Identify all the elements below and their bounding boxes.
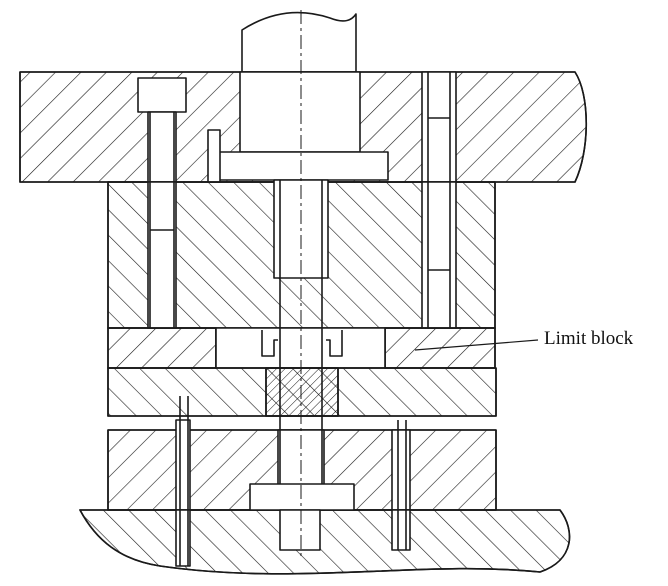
right-guide-pin (427, 72, 451, 328)
upper-die-plate (19, 71, 587, 183)
shank (241, 11, 357, 73)
die-plate (107, 367, 497, 417)
limit-block-leader (414, 339, 539, 351)
left-bolt (149, 112, 175, 328)
center-rod (279, 10, 323, 560)
limit-block-label: Limit block (544, 328, 634, 349)
